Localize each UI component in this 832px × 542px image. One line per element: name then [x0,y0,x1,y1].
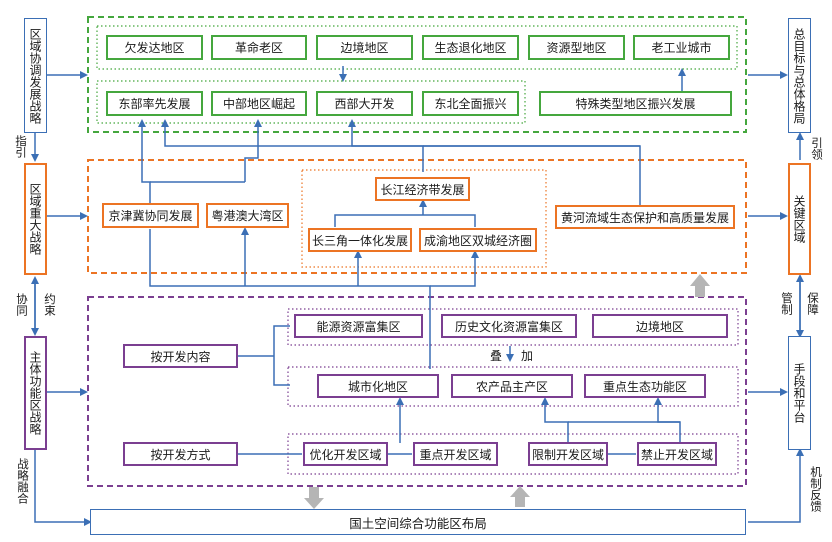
chengyu-economic-circle: 成渝地区双城经济圈 [419,228,537,252]
border-area-purple: 边境地区 [592,314,728,338]
old-industrial-city: 老工业城市 [633,35,730,60]
resource-based-area: 资源型地区 [528,35,625,60]
national-spatial-layout: 国土空间综合功能区布局 [90,509,746,535]
regional-major-strategy: 区域重大战略 [24,163,47,275]
by-content-box: 按开发内容 [123,344,238,368]
gray-up-arrow [510,486,530,507]
overall-goal-box: 总目标与总体格局 [788,18,811,133]
key-area-box: 关键区域 [788,163,811,275]
prohibited-dev-zone: 禁止开发区域 [637,442,717,466]
guarantee-label: 保障 [806,292,820,315]
lead-label: 引领 [810,137,824,160]
main-functional-zone-strategy: 主体功能区战略 [24,336,47,450]
strategy-merge-label: 战略融合 [16,458,30,504]
coordination-label: 协同 [15,293,29,316]
key-dev-zone: 重点开发区域 [413,442,498,466]
guide-label: 指引 [14,135,28,158]
special-area-revival: 特殊类型地区振兴发展 [539,91,732,116]
constraint-label: 约束 [43,293,57,316]
optimized-dev-zone: 优化开发区域 [303,442,388,466]
main-agricultural-area: 农产品主产区 [451,374,573,398]
greater-bay-area: 粤港澳大湾区 [206,203,289,228]
central-rise: 中部地区崛起 [211,91,307,116]
control-label: 管制 [780,292,794,315]
regional-coordination-strategy: 区域协调发展战略 [24,18,47,133]
yellow-river-ecology: 黄河流域生态保护和高质量发展 [555,205,735,229]
by-method-box: 按开发方式 [123,442,238,466]
old-revolutionary-area: 革命老区 [211,35,307,60]
overlay-label-1: 叠 [490,349,503,363]
jingjinji-coordination: 京津冀协同发展 [102,203,199,228]
mechanism-feedback-label: 机制反馈 [809,466,823,512]
key-ecological-area: 重点生态功能区 [584,374,706,398]
overlay-label-2: 加 [521,349,534,363]
yangtze-delta-integration: 长三角一体化发展 [308,228,412,252]
underdeveloped-area: 欠发达地区 [106,35,203,60]
purple-group-border [87,296,747,487]
orange-group-border [87,159,747,274]
restricted-dev-zone: 限制开发区域 [528,442,608,466]
energy-resource-area: 能源资源富集区 [294,314,423,338]
yangtze-economic-belt: 长江经济带发展 [375,177,470,201]
western-development: 西部大开发 [316,91,413,116]
border-area: 边境地区 [316,35,413,60]
gray-down-arrow [304,487,324,509]
east-first-development: 东部率先发展 [106,91,203,116]
gray-up-arrow-right [690,274,710,297]
eco-degraded-area: 生态退化地区 [422,35,519,60]
northeast-revival: 东北全面振兴 [422,91,519,116]
historical-cultural-area: 历史文化资源富集区 [441,314,577,338]
urbanized-area: 城市化地区 [317,374,439,398]
green-group-border [87,16,747,133]
means-platform-box: 手段和平台 [788,336,811,450]
